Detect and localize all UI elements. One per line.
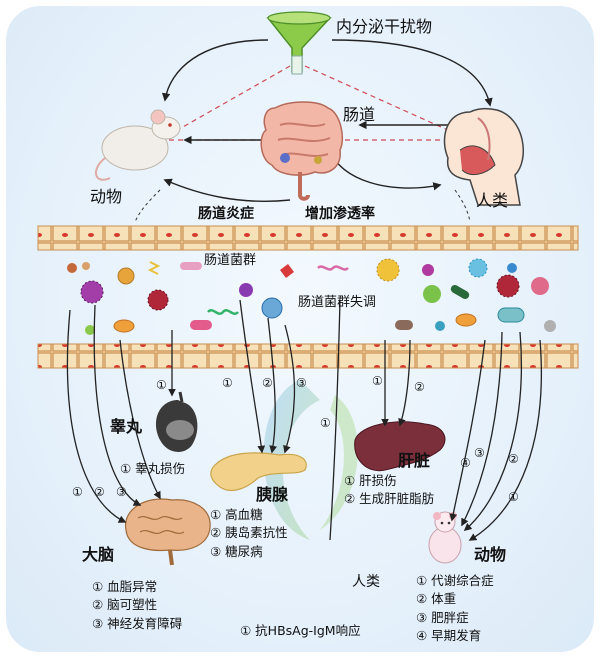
animal-top-label: 动物 <box>90 187 123 206</box>
dysbiosis-label: 肠道菌群失调 <box>298 295 377 310</box>
animal-effect-4: ④ 早期发育 <box>416 628 482 644</box>
endocrine-label: 内分泌干扰物 <box>336 17 433 36</box>
marker-brain-2: ② <box>94 485 105 499</box>
marker-human-1: ① <box>320 416 331 430</box>
testis-effects: ① 睾丸损伤 <box>120 461 186 480</box>
microbe-icons <box>67 258 556 335</box>
mouse-icon <box>95 109 181 181</box>
brain-effect-1: ① 血脂异常 <box>92 579 158 594</box>
testis-icon <box>156 391 198 452</box>
pancreas-effect-3: ③ 糖尿病 <box>210 543 263 559</box>
marker-animal-3: ③ <box>474 446 485 460</box>
human-head-icon <box>443 107 524 206</box>
pancreas-title: 胰腺 <box>256 485 289 504</box>
animal-effect-3: ③ 肥胖症 <box>416 609 469 625</box>
pathway-arrows <box>66 299 542 541</box>
human-effect-1: ① 抗HBsAg-IgM响应 <box>240 623 361 638</box>
small-mouse-icon <box>428 511 462 564</box>
watermark-logo <box>263 380 358 540</box>
permeability-label: 增加渗透率 <box>305 206 375 222</box>
marker-animal-1: ① <box>508 490 519 504</box>
liver-effect-1: ① 肝损伤 <box>344 473 397 488</box>
liver-effect-2: ② 生成肝脏脂肪 <box>344 491 435 507</box>
brain-effect-2: ② 脑可塑性 <box>92 597 158 613</box>
flora-label: 肠道菌群 <box>204 253 257 268</box>
pancreas-icon <box>210 452 307 491</box>
animal-effects-title: 动物 <box>474 545 507 564</box>
funnel-icon <box>266 11 332 75</box>
testis-title: 睾丸 <box>110 417 143 436</box>
brain-icon <box>125 498 211 566</box>
human-effects-title: 人类 <box>352 574 380 590</box>
brain-title: 大脑 <box>82 545 115 564</box>
liver-title: 肝脏 <box>398 451 431 470</box>
gut-icon <box>260 101 344 201</box>
pancreas-effect-2: ② 胰岛素抗性 <box>210 525 288 541</box>
marker-liver-2: ② <box>414 380 425 394</box>
marker-brain-3: ③ <box>116 485 127 499</box>
lower-epithelium <box>37 343 579 369</box>
marker-pancreas-2: ② <box>262 376 273 390</box>
animal-effect-1: ① 代谢综合症 <box>416 573 494 588</box>
inflammation-label: 肠道炎症 <box>198 206 254 222</box>
testis-effect-1: ① 睾丸损伤 <box>120 461 186 476</box>
liver-effects: ① 肝损伤 ② 生成肝脏脂肪 <box>344 473 435 511</box>
dashed-guides <box>134 189 471 223</box>
pancreas-effect-1: ① 高血糖 <box>210 507 263 522</box>
red-dashed-links <box>159 65 471 141</box>
pancreas-effects: ① 高血糖 ② 胰岛素抗性 ③ 糖尿病 <box>210 507 288 563</box>
marker-animal-4: ④ <box>460 456 471 470</box>
marker-testis-1: ① <box>156 378 167 392</box>
marker-pancreas-1: ① <box>222 376 233 390</box>
human-top-label: 人类 <box>476 191 509 210</box>
human-effects: ① 抗HBsAg-IgM响应 <box>240 623 361 642</box>
brain-effect-3: ③ 神经发育障碍 <box>92 615 183 631</box>
animal-effects: ① 代谢综合症 ② 体重 ③ 肥胖症 ④ 早期发育 <box>416 573 494 648</box>
marker-liver-1: ① <box>372 374 383 388</box>
brain-effects: ① 血脂异常 ② 脑可塑性 ③ 神经发育障碍 <box>92 579 183 635</box>
top-arrows <box>161 39 493 202</box>
marker-brain-1: ① <box>72 485 83 499</box>
marker-pancreas-3: ③ <box>296 376 307 390</box>
animal-effect-2: ② 体重 <box>416 591 457 607</box>
upper-epithelium <box>37 225 579 251</box>
marker-animal-2: ② <box>508 452 519 466</box>
gut-label: 肠道 <box>343 105 376 124</box>
